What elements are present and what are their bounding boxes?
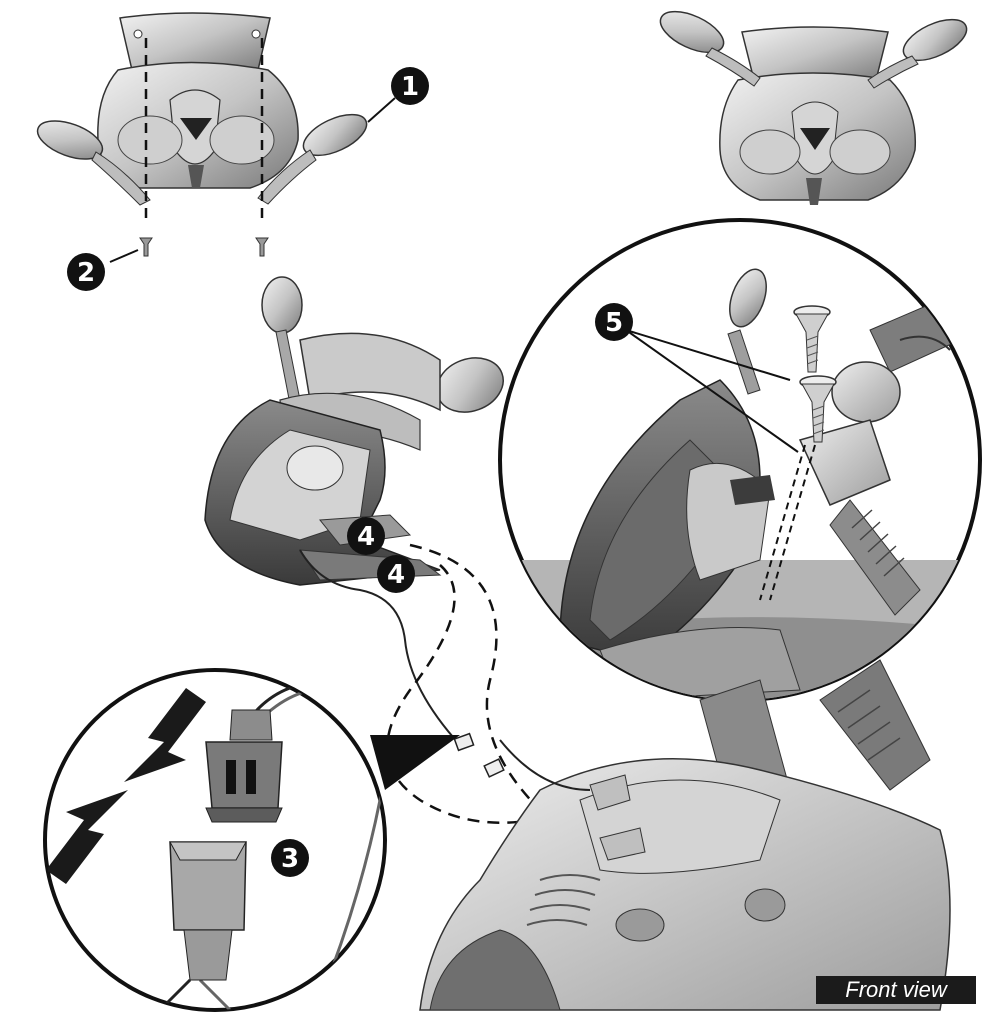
screw — [140, 238, 152, 256]
svg-text:4: 4 — [387, 560, 405, 590]
callout-2: 2 — [67, 253, 105, 291]
wire-connector — [484, 759, 504, 777]
callout-4-lower: 4 — [377, 555, 415, 593]
svg-text:1: 1 — [401, 72, 419, 102]
svg-text:2: 2 — [77, 258, 95, 288]
screw-detail-inset — [500, 220, 980, 720]
fairing-assembled-view — [654, 3, 972, 205]
fairing-exploded-view — [33, 13, 395, 262]
callout-4-upper: 4 — [347, 517, 385, 555]
callout-1: 1 — [391, 67, 429, 105]
screw — [256, 238, 268, 256]
callout-5: 5 — [595, 303, 633, 341]
svg-text:5: 5 — [605, 308, 623, 338]
connector-detail-inset — [45, 670, 460, 1010]
svg-text:4: 4 — [357, 522, 375, 552]
motorcycle-front-body — [420, 660, 950, 1010]
callout-3: 3 — [271, 839, 309, 877]
svg-text:3: 3 — [281, 844, 299, 874]
view-caption: Front view — [816, 976, 976, 1004]
